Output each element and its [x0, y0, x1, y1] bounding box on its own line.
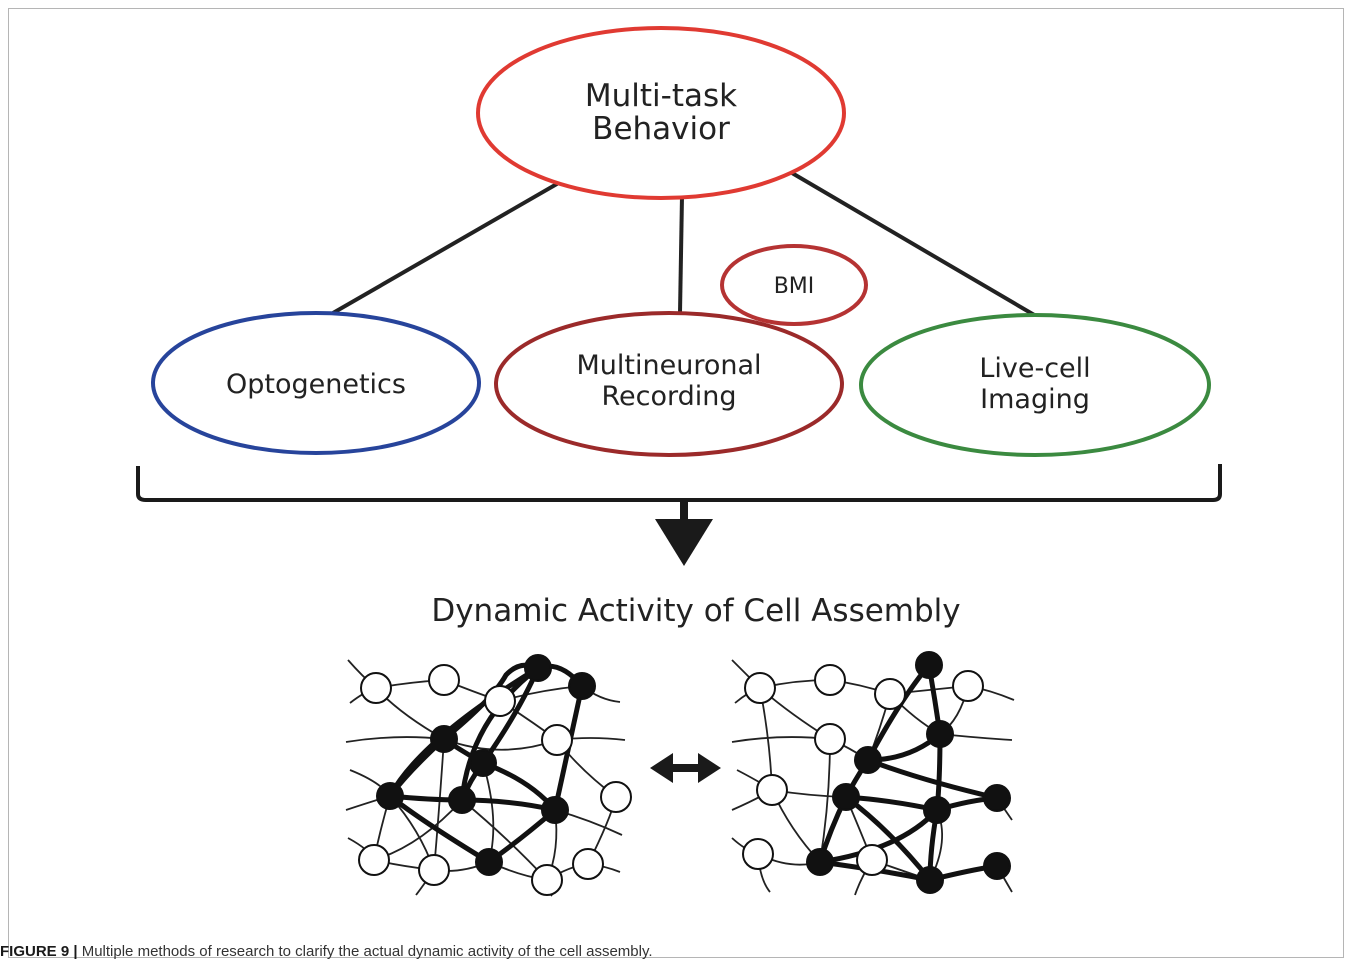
imaging-label-line1: Live-cell: [979, 353, 1090, 384]
grouping-bracket: [136, 464, 1222, 502]
behavior-label-line2: Behavior: [592, 111, 730, 147]
figure-caption: FIGURE 9 | Multiple methods of research …: [0, 943, 653, 960]
imaging-label-line2: Imaging: [980, 384, 1090, 415]
cell-network-left: [345, 654, 632, 897]
cell-network-right: [731, 651, 1015, 896]
recording-label-line1: Multineuronal: [576, 350, 761, 381]
figure-frame: [8, 8, 1344, 958]
link-behavior-recording: [678, 195, 684, 314]
bidirectional-arrow: [650, 753, 721, 783]
outcome-title: Dynamic Activity of Cell Assembly: [431, 593, 960, 629]
link-behavior-optogenetics: [332, 179, 563, 315]
figure-label: FIGURE 9 |: [0, 943, 78, 960]
link-behavior-imaging: [790, 171, 1038, 318]
optogenetics-node: [151, 311, 481, 455]
optogenetics-label: Optogenetics: [226, 369, 406, 400]
caption-text: Multiple methods of research to clarify …: [77, 943, 653, 960]
down-arrow: [655, 519, 713, 566]
behavior-node: [476, 26, 846, 200]
bmi-node: [720, 244, 868, 326]
behavior-label-line1: Multi-task: [585, 78, 737, 114]
bmi-label: BMI: [774, 274, 815, 299]
recording-label-line2: Recording: [601, 381, 736, 412]
recording-node: [494, 311, 844, 457]
imaging-node: [859, 313, 1211, 457]
